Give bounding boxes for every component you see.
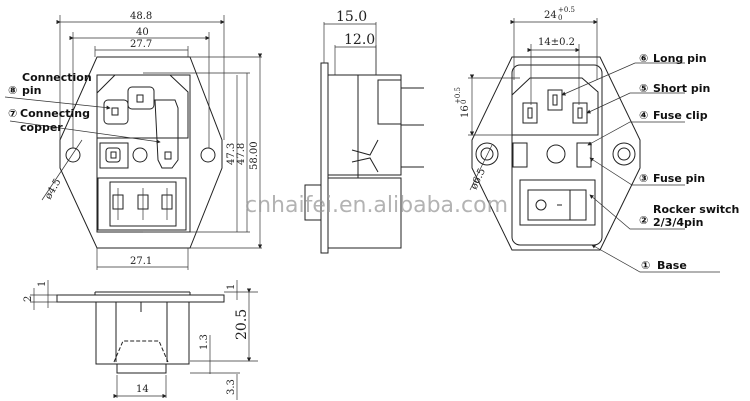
callout-base-num: ① <box>641 259 650 272</box>
dim-bottom-depth: 20.5 <box>234 309 250 340</box>
dim-back-width-tol-low: 0 <box>558 14 562 22</box>
dim-bottom-width: 27.1 <box>130 256 152 267</box>
dim-back-width: 24 <box>544 10 557 21</box>
dim-foot-width: 14 <box>136 384 149 395</box>
dim-flange-thickness: 1 <box>37 281 48 287</box>
dim-top-thickness: 1 <box>226 284 237 290</box>
dim-inner-width: 27.7 <box>130 39 152 50</box>
dim-body-depth: 12.0 <box>344 32 375 48</box>
back-view <box>468 18 720 273</box>
dim-foot: 3.3 <box>226 379 237 395</box>
front-view <box>4 15 263 270</box>
dim-hole-dia: ø4.5 <box>43 177 63 201</box>
callout-short-pin-num: ⑤ <box>639 82 648 95</box>
dim-hole-spacing: 40 <box>136 27 149 38</box>
dim-back-height: 16 <box>460 105 471 118</box>
dim-flange-height: 2 <box>23 296 34 302</box>
dim-h3: 58.00 <box>249 141 260 170</box>
dim-h2: 47.8 <box>236 143 247 165</box>
callout-fuse-clip: Fuse clip <box>653 109 708 122</box>
dim-back-height-tol: +0.5 <box>454 87 462 104</box>
callout-connection-pin-num: ⑧ <box>8 84 17 97</box>
callout-base: Base <box>657 259 687 272</box>
callout-fuse-pin-num: ③ <box>639 172 648 185</box>
callout-connecting-copper-line2: copper <box>20 121 63 134</box>
dim-back-hole-dia: ø6.5 <box>469 167 488 192</box>
dim-h1: 47.3 <box>226 143 237 165</box>
dim-back-height-tol-low: 0 <box>460 100 468 104</box>
dim-depth: 15.0 <box>336 9 367 25</box>
callout-connecting-copper-line1: Connecting <box>20 107 90 120</box>
callout-connection-pin-line2: pin <box>22 84 41 97</box>
callout-rocker-switch: Rocker switch <box>653 203 739 216</box>
dim-overall-width: 48.8 <box>130 11 152 22</box>
dim-back-width-tol: +0.5 <box>558 6 575 14</box>
watermark: cnhaifei.en.alibaba.com <box>245 193 508 218</box>
callout-long-pin-num: ⑥ <box>639 52 648 65</box>
dim-pin-spacing: 14±0.2 <box>538 37 575 48</box>
callout-short-pin: Short pin <box>653 82 710 95</box>
bottom-view <box>30 280 258 400</box>
side-view <box>304 22 424 254</box>
callout-fuse-pin: Fuse pin <box>653 172 705 185</box>
callout-fuse-clip-num: ④ <box>639 109 648 122</box>
callout-connection-pin-line1: Connection <box>22 71 92 84</box>
callout-connecting-copper-num: ⑦ <box>8 107 17 120</box>
callout-rocker-switch-num: ② <box>639 214 648 227</box>
dim-step: 1.3 <box>199 334 210 350</box>
callout-long-pin: Long pin <box>653 52 707 65</box>
callout-rocker-switch-pins: 2/3/4pin <box>653 216 703 229</box>
